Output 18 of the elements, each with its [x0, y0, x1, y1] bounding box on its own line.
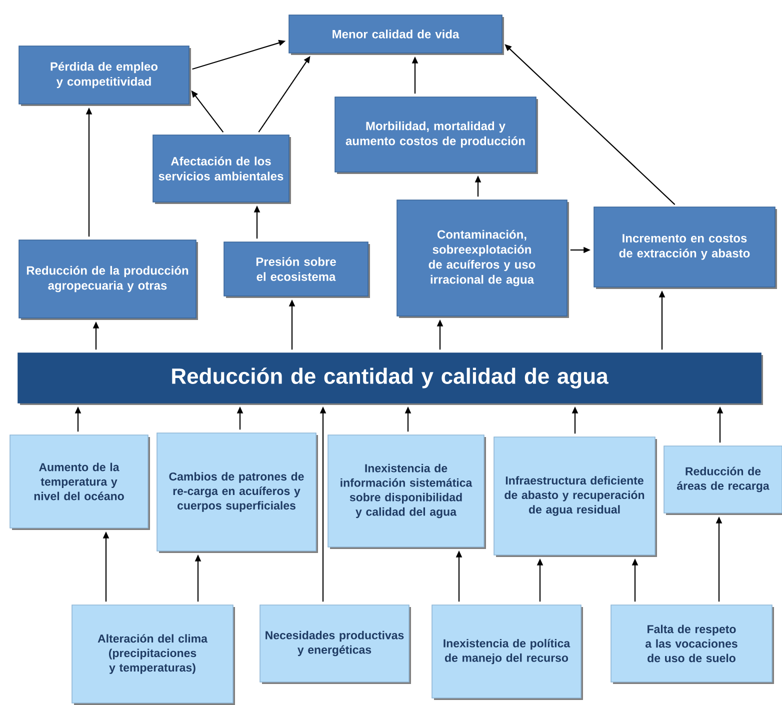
cause-box: Necesidades productivas y energéticas: [260, 604, 411, 684]
cause-box: Inexistencia de política de manejo del recurso: [432, 604, 583, 700]
cause-box: Alteración del clima (precipitaciones y temperaturas): [72, 604, 235, 705]
top-box: Incremento en costos de extracción y abasto: [594, 206, 777, 289]
cause-box: Reducción de áreas de recarga: [664, 446, 782, 515]
cause-box: Falta de respeto a las vocaciones de uso de suelo: [610, 604, 774, 684]
cause-box: Aumento de la temperatura y nivel del océano: [10, 434, 150, 530]
cause-box: Inexistencia de información sistemática sobre disponibilidad y calidad del agua: [328, 434, 486, 549]
top-box: Menor calidad de vida: [288, 14, 504, 55]
top-box: Pérdida de empleo y competitividad: [18, 46, 191, 106]
cause-box: Infraestructura deficiente de abasto y recuperación de agua residual: [494, 436, 657, 557]
top-box: Reducción de la producción agropecuaria y otras: [18, 240, 198, 320]
top-box: Presión sobre el ecosistema: [224, 242, 370, 298]
cause-box: Cambios de patrones de re-carga en acuíferos y cuerpos superficiales: [156, 432, 318, 553]
top-box: Afectación de los servicios ambientales: [152, 134, 291, 204]
top-box: Contaminación, sobreexplotación de acuíferos y uso irracional de agua: [396, 200, 569, 318]
top-box: Morbilidad, mortalidad y aumento costos de producción: [334, 96, 538, 174]
banner-box: Reducción de cantidad y calidad de agua: [18, 352, 763, 405]
